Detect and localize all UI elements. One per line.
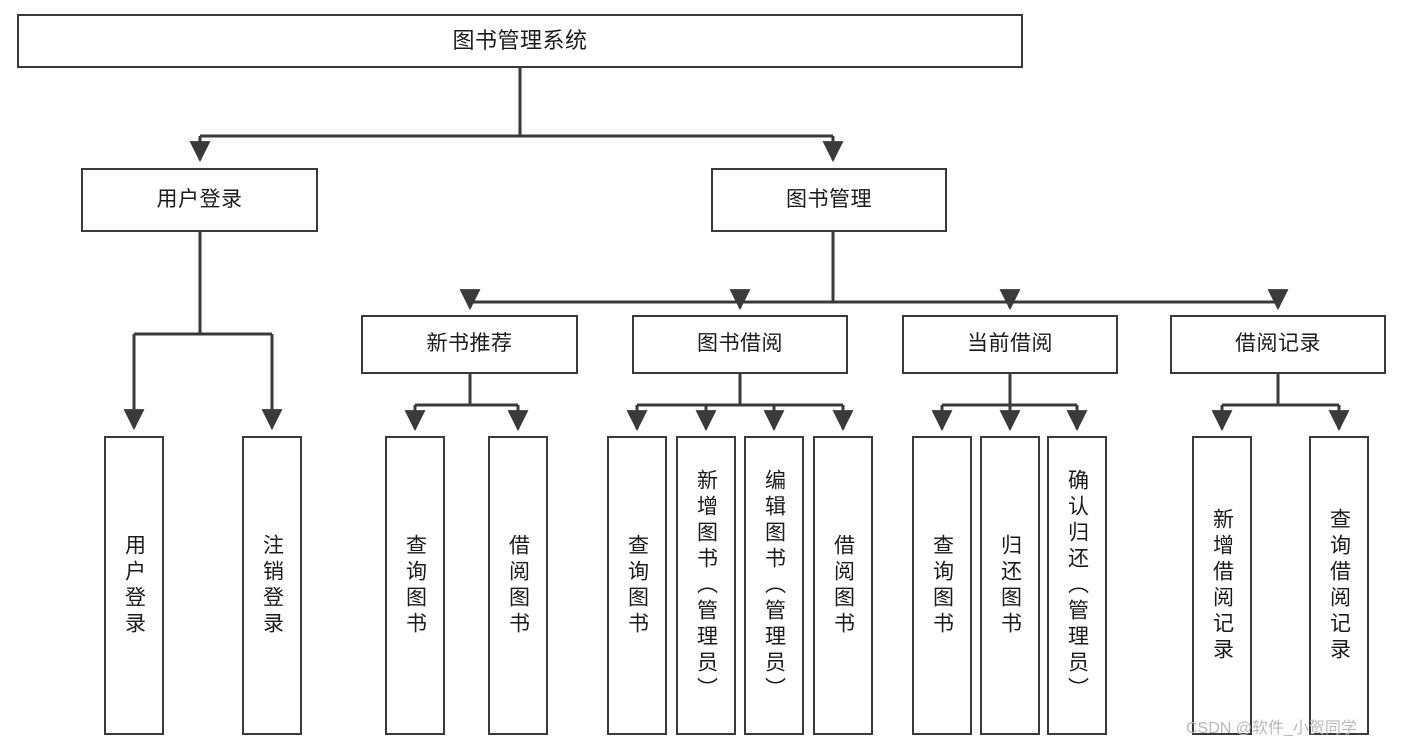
node-book-borrow-label: 图书借阅 — [697, 332, 783, 356]
node-leaf-query-record-label: 查询借阅记录 — [1327, 507, 1351, 664]
node-leaf-query-record[interactable]: 查询借阅记录 — [1309, 436, 1369, 735]
watermark: CSDN @软件_小贺同学 — [1186, 720, 1357, 737]
node-user-login[interactable]: 用户登录 — [81, 168, 318, 232]
node-leaf-confirm-return[interactable]: 确认归还（管理员） — [1047, 436, 1107, 735]
node-leaf-query-book-3[interactable]: 查询图书 — [912, 436, 972, 735]
node-leaf-confirm-return-label: 确认归还（管理员） — [1065, 468, 1089, 703]
node-leaf-add-book-label: 新增图书（管理员） — [694, 468, 718, 703]
node-leaf-query-book-1-label: 查询图书 — [403, 533, 427, 638]
node-leaf-logout-label: 注销登录 — [260, 533, 284, 638]
node-leaf-borrow-book-1[interactable]: 借阅图书 — [488, 436, 548, 735]
node-book-manage[interactable]: 图书管理 — [711, 168, 947, 232]
node-leaf-query-book-3-label: 查询图书 — [930, 533, 954, 638]
node-leaf-edit-book-label: 编辑图书（管理员） — [762, 468, 786, 703]
node-user-login-label: 用户登录 — [156, 187, 243, 211]
node-leaf-return-book-label: 归还图书 — [998, 533, 1022, 638]
node-root-label: 图书管理系统 — [452, 28, 588, 54]
node-leaf-add-book[interactable]: 新增图书（管理员） — [676, 436, 736, 735]
node-current-borrow-label: 当前借阅 — [967, 332, 1053, 356]
node-leaf-query-book-1[interactable]: 查询图书 — [385, 436, 445, 735]
node-book-borrow[interactable]: 图书借阅 — [632, 315, 848, 374]
node-leaf-borrow-book-1-label: 借阅图书 — [506, 533, 530, 638]
node-leaf-query-book-2[interactable]: 查询图书 — [607, 436, 667, 735]
node-borrow-record[interactable]: 借阅记录 — [1170, 315, 1386, 374]
node-leaf-return-book[interactable]: 归还图书 — [980, 436, 1040, 735]
node-leaf-add-record-label: 新增借阅记录 — [1210, 507, 1234, 664]
node-leaf-query-book-2-label: 查询图书 — [625, 533, 649, 638]
node-leaf-borrow-book-2-label: 借阅图书 — [831, 533, 855, 638]
node-leaf-edit-book[interactable]: 编辑图书（管理员） — [744, 436, 804, 735]
node-root[interactable]: 图书管理系统 — [17, 14, 1023, 68]
node-leaf-user-login-label: 用户登录 — [122, 533, 146, 638]
node-leaf-add-record[interactable]: 新增借阅记录 — [1192, 436, 1252, 735]
node-current-borrow[interactable]: 当前借阅 — [902, 315, 1118, 374]
node-leaf-borrow-book-2[interactable]: 借阅图书 — [813, 436, 873, 735]
node-book-manage-label: 图书管理 — [786, 187, 872, 211]
node-leaf-logout[interactable]: 注销登录 — [242, 436, 302, 735]
node-leaf-user-login[interactable]: 用户登录 — [104, 436, 164, 735]
node-borrow-record-label: 借阅记录 — [1235, 332, 1321, 356]
node-new-book-rec-label: 新书推荐 — [426, 332, 513, 356]
node-new-book-rec[interactable]: 新书推荐 — [361, 315, 578, 374]
